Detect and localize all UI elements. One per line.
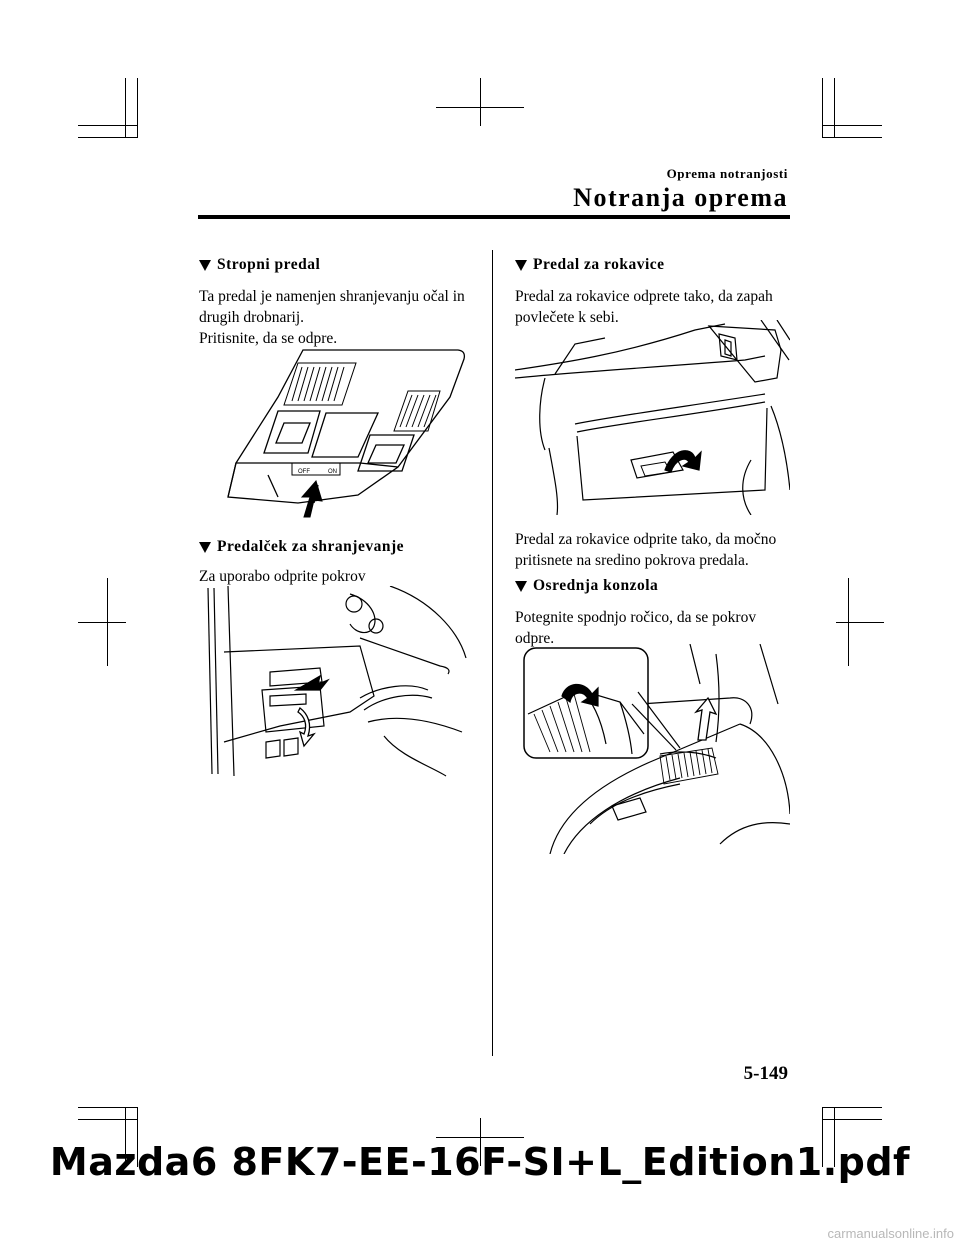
section-triangle-icon [515,259,527,271]
crop-mark [480,1118,481,1166]
crop-mark [78,137,138,138]
section-text: Potegnite spodnjo ročico, da se pokrov o… [515,609,757,647]
section-title-overhead-console: Stropni predal [199,256,320,274]
section-title-storage-compartment: Predalček za shranjevanje [199,538,404,556]
crop-mark [78,1107,138,1108]
crop-mark [125,78,126,138]
vent-right [393,390,441,432]
crop-mark [822,125,882,126]
section-triangle-icon [199,541,211,553]
section-title-text: Predalček za shranjevanje [217,538,404,555]
crop-mark [436,107,524,108]
crop-mark [78,1119,138,1120]
section-text: Predal za rokavice odprete tako, da zapa… [515,288,773,326]
crop-mark [78,125,138,126]
section-title-center-console: Osrednja konzola [515,577,658,595]
footer-filename: Mazda6 8FK7-EE-16F-SI+L_Edition1.pdf [49,1140,911,1184]
crop-mark [137,1107,138,1167]
arrow-icon [664,450,702,473]
overhead-console-illustration: OFF ON [218,345,468,520]
crop-mark [137,78,138,138]
crop-mark [480,78,481,126]
section-text: Za uporabo odprite pokrov [199,568,366,585]
crop-mark [436,1137,524,1138]
page-number: 5-149 [743,1063,788,1084]
crop-mark [822,1119,882,1120]
crop-mark [834,1107,835,1167]
center-console-illustration [520,644,790,854]
crop-mark [822,1107,882,1108]
header-rule [198,215,790,219]
svg-text:OFF: OFF [298,469,310,475]
section-text: Ta predal je namenjen shranjevanju očal … [199,288,465,326]
svg-text:ON: ON [328,469,337,475]
section-title-text: Predal za rokavice [533,256,665,273]
console-vent [659,747,719,785]
arrow-icon [293,674,330,748]
crop-mark [125,1107,126,1167]
crop-mark [834,78,835,138]
section-title-text: Osrednja konzola [533,577,659,594]
arrow-icon [561,683,599,707]
chapter-subtitle: Oprema notranjosti [666,166,788,181]
chapter-title: Notranja oprema [573,183,788,212]
section-title-text: Stropni predal [217,256,321,273]
section-text: Pritisnite, da se odpre. [199,330,338,347]
arrow-icon [300,479,323,518]
storage-compartment-illustration [200,586,472,778]
vent-left [283,362,357,406]
crop-mark [822,137,882,138]
crop-mark [78,622,126,623]
watermark: carmanualsonline.info [827,1226,954,1241]
crop-mark [822,1107,823,1167]
glove-box-illustration [515,320,790,515]
section-triangle-icon [199,259,211,271]
arrow-icon [693,696,718,741]
section-title-glove-box: Predal za rokavice [515,256,665,274]
callout-inset [523,647,649,759]
column-divider [492,250,493,1056]
section-triangle-icon [515,580,527,592]
crop-mark [822,78,823,138]
crop-mark [836,622,884,623]
section-text: Predal za rokavice odprite tako, da močn… [515,531,777,569]
